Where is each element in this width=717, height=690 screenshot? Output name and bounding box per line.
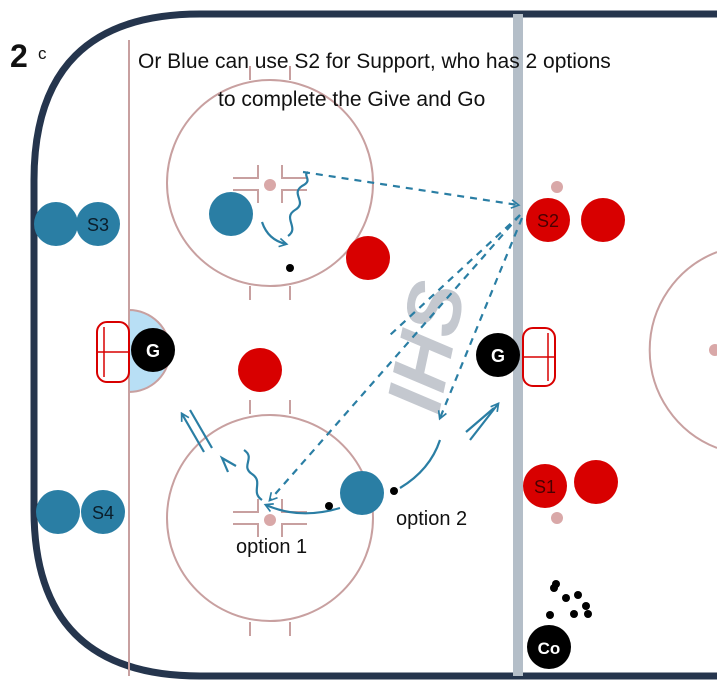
skating-paths	[182, 171, 498, 515]
red-player-middle	[238, 348, 282, 392]
puck	[390, 487, 398, 495]
red-player-s1: S1	[523, 460, 618, 508]
skate-up-right-double2	[469, 404, 498, 441]
center-circle	[648, 251, 717, 449]
puck	[286, 264, 294, 272]
blue-player-top	[209, 192, 253, 236]
pass-s2-option1	[270, 214, 521, 500]
pass-lines	[270, 170, 524, 500]
skate-option1-wiggle	[243, 449, 263, 501]
neutral-dot-bottom	[551, 512, 563, 524]
pass-s2-to-center	[389, 214, 521, 336]
puck-pile	[546, 580, 592, 619]
center-faceoff-dot	[709, 344, 717, 356]
red-player-s2: S2	[526, 198, 625, 242]
caption-line-2: to complete the Give and Go	[218, 88, 486, 111]
skate-up-right-double	[465, 407, 495, 433]
goal-net-right	[522, 327, 556, 387]
coach: Co	[527, 625, 571, 669]
neutral-dot-top	[551, 181, 563, 193]
skate-top-wiggle	[287, 171, 309, 237]
blue-player-bottom	[340, 471, 384, 515]
skate-top-arrow	[260, 221, 286, 244]
svg-text:Co: Co	[538, 639, 561, 658]
option-1-label: option 1	[236, 536, 308, 558]
faceoff-circle-bottom	[166, 400, 374, 636]
goalie-right: G	[476, 333, 520, 377]
caption-line-1: Or Blue can use S2 for Support, who has …	[138, 50, 611, 73]
svg-text:G: G	[491, 346, 505, 366]
skate-option2-curve	[399, 439, 442, 489]
puck	[325, 502, 333, 510]
blue-player-s4: S4	[36, 490, 125, 534]
blue-line	[513, 14, 523, 676]
svg-text:S4: S4	[92, 503, 114, 523]
svg-text:S3: S3	[87, 215, 109, 235]
svg-text:S1: S1	[534, 477, 556, 497]
step-suffix: c	[38, 44, 47, 63]
rink-boards	[30, 10, 717, 680]
pass-s2-option2	[440, 217, 524, 418]
svg-text:S2: S2	[537, 211, 559, 231]
ihs-logo-watermark: IHS	[369, 274, 482, 419]
skate-small-hook	[219, 455, 237, 473]
skate-up-left-double2	[182, 414, 205, 453]
skate-option1-curve	[266, 505, 341, 515]
svg-text:IHS: IHS	[369, 274, 482, 419]
option-2-label: option 2	[396, 508, 468, 530]
step-number: 2	[10, 38, 28, 74]
red-player-top	[346, 236, 390, 280]
pass-to-s2-from-top	[302, 170, 518, 205]
blue-player-s3: S3	[34, 202, 120, 246]
skate-up-left-double	[189, 409, 213, 449]
svg-text:G: G	[146, 341, 160, 361]
goal-net-left	[96, 321, 130, 383]
goalie-left: G	[131, 328, 175, 372]
